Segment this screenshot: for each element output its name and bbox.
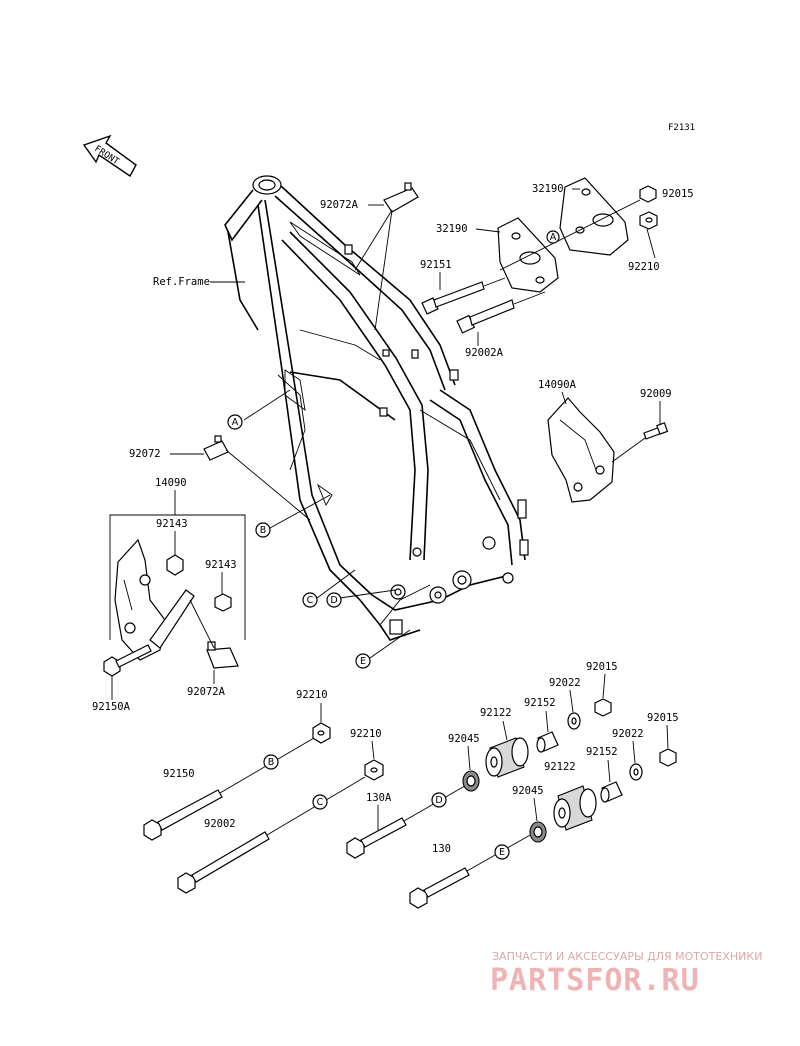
- washer-92022-b: [629, 763, 643, 781]
- label-92022-b: 92022: [612, 728, 644, 740]
- ref-e-frame-label: E: [360, 656, 366, 667]
- ref-c-frame: [302, 592, 318, 608]
- bearing-92045-b: [529, 821, 547, 843]
- ref-e-frame: [355, 653, 371, 669]
- label-92151: 92151: [420, 259, 452, 271]
- clamp-92072a-top: [383, 182, 419, 213]
- label-92122-b: 92122: [544, 761, 576, 773]
- collar-92122-a: [485, 737, 529, 778]
- ref-d-bolt: [431, 792, 447, 808]
- ref-e-bolt: [494, 844, 510, 860]
- label-92045-b: 92045: [512, 785, 544, 797]
- label-92015-c: 92015: [647, 712, 679, 724]
- ref-a-frame-label: A: [232, 417, 239, 428]
- watermark-tagline: ЗАПЧАСТИ И АКСЕССУАРЫ ДЛЯ МОТОТЕХНИКИ: [492, 950, 762, 963]
- label-32190-a: 32190: [532, 183, 564, 195]
- ref-b-frame: [255, 522, 271, 538]
- watermark-logo: PARTSFOR.RU: [490, 963, 700, 998]
- label-92072: 92072: [129, 448, 161, 460]
- bolt-92151: [421, 277, 506, 315]
- spacer-92152-b: [600, 781, 623, 803]
- bolt-92009: [643, 422, 669, 440]
- label-92022-a: 92022: [549, 677, 581, 689]
- label-92002: 92002: [204, 818, 236, 830]
- ref-a-bracket: [546, 230, 560, 244]
- diagram-code: F2131: [668, 123, 695, 133]
- label-92072a-bottom: 92072A: [187, 686, 226, 698]
- washer-92022-a: [567, 712, 581, 730]
- collar-92122-b: [553, 785, 597, 831]
- clamp-92072a-bottom: [206, 641, 239, 669]
- label-92210-b: 92210: [296, 689, 328, 701]
- ref-c-bolt-label: C: [317, 797, 324, 808]
- label-92210-c: 92210: [350, 728, 382, 740]
- label-92143-a: 92143: [156, 518, 188, 530]
- ref-d-frame-label: D: [330, 595, 337, 606]
- label-14090: 14090: [155, 477, 187, 489]
- ref-c-frame-label: C: [307, 595, 314, 606]
- front-arrow-icon: FRONT: [82, 134, 137, 178]
- nut-92210-b: [312, 722, 331, 744]
- label-92152-b: 92152: [586, 746, 618, 758]
- clamp-92072: [203, 435, 229, 461]
- spacer-92152-a: [536, 731, 559, 753]
- label-130: 130: [432, 843, 451, 855]
- label-130a: 130A: [366, 792, 392, 804]
- ref-a-bracket-label: A: [550, 232, 557, 243]
- bolt-92002: [177, 776, 366, 894]
- label-92150a: 92150A: [92, 701, 131, 713]
- ref-b-frame-label: B: [260, 525, 267, 536]
- ref-e-bolt-label: E: [499, 847, 505, 858]
- bearing-92045-a: [462, 770, 480, 792]
- bolt-92002a: [456, 291, 546, 334]
- ref-d-bolt-label: D: [435, 795, 442, 806]
- label-32190-b: 32190: [436, 223, 468, 235]
- bolt-130: [409, 833, 533, 909]
- guard-14090: [114, 538, 195, 661]
- label-92015-a: 92015: [662, 188, 694, 200]
- label-92009: 92009: [640, 388, 672, 400]
- ref-d-frame: [326, 592, 342, 608]
- label-92122-a: 92122: [480, 707, 512, 719]
- label-92002a: 92002A: [465, 347, 504, 359]
- bolt-92150a: [103, 644, 152, 677]
- label-92045-a: 92045: [448, 733, 480, 745]
- label-92210-a: 92210: [628, 261, 660, 273]
- ref-a-frame: [227, 414, 243, 430]
- ref-b-bolt-label: B: [268, 757, 275, 768]
- ref-c-bolt: [312, 794, 328, 810]
- guard-14090a: [547, 397, 615, 503]
- frame-ref-label: Ref.Frame: [153, 276, 210, 288]
- label-92072a-top: 92072A: [320, 199, 359, 211]
- label-14090a: 14090A: [538, 379, 577, 391]
- nut-92210-c: [364, 759, 384, 781]
- frame-drawing: [224, 175, 529, 641]
- label-92152-a: 92152: [524, 697, 556, 709]
- label-92015-b: 92015: [586, 661, 618, 673]
- label-92143-b: 92143: [205, 559, 237, 571]
- bracket-32190-pair: [497, 177, 629, 293]
- label-92150: 92150: [163, 768, 195, 780]
- ref-b-bolt: [263, 754, 279, 770]
